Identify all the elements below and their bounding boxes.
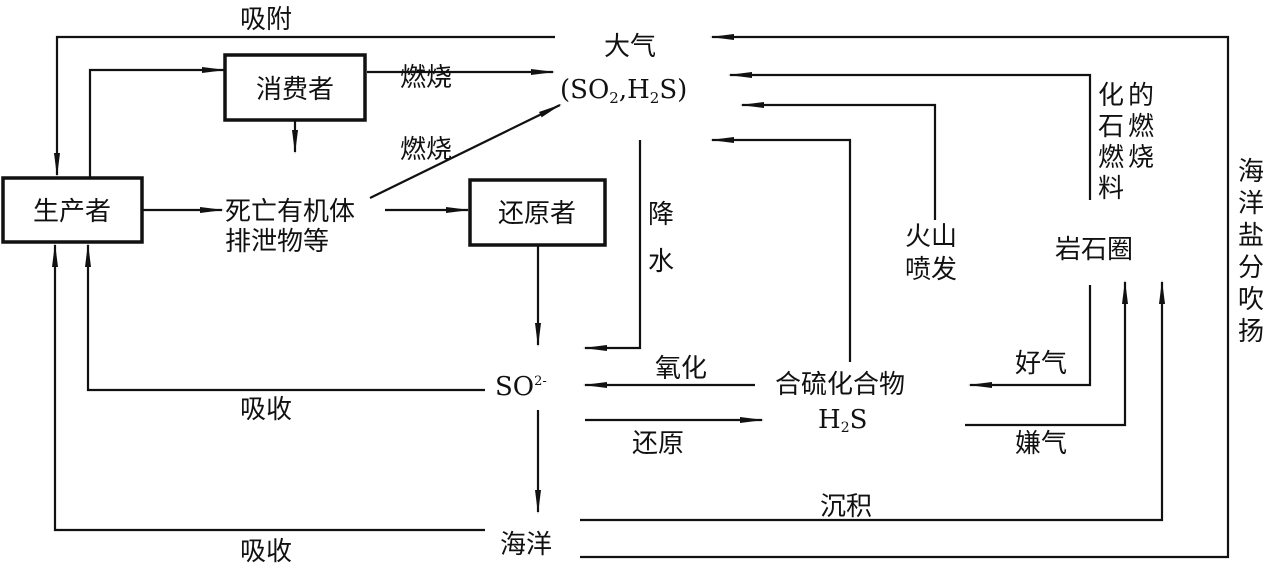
arrows [52,34,1230,559]
svg-text:洋: 洋 [1238,189,1264,219]
arrow-precipitation [583,140,642,351]
svg-text:化: 化 [1098,81,1124,111]
arrow-volcano [740,102,937,220]
h2s-label: H2S [818,405,867,436]
svg-text:海: 海 [1238,157,1264,187]
sulfur-compound-label: 合硫化合物 [775,370,905,400]
svg-text:的: 的 [1128,81,1154,111]
svg-text:燃: 燃 [1128,112,1154,142]
producer-box [1,176,144,244]
sedimentation-label: 沉积 [820,492,872,522]
sea-salt-label: 海 洋 盐 分 吹 扬 [1238,157,1264,347]
arrow-sea-salt [580,34,1230,559]
dead-organic-line1: 死亡有机体 [225,197,355,227]
consumer-label: 消费者 [256,75,334,105]
arrow-producer-consumer [88,67,226,178]
consumer-box [223,53,367,122]
volcano-label-1: 火山 [905,222,957,252]
combustion2-label: 燃烧 [400,135,452,165]
adsorption-label: 吸附 [240,5,292,35]
svg-text:分: 分 [1238,253,1264,283]
atmosphere-label: 大气 [604,32,656,62]
reducer-label: 还原者 [498,199,576,229]
aerobic-label: 好气 [1015,349,1067,379]
arrow-aerobic [968,285,1092,388]
svg-text:料: 料 [1098,174,1124,204]
arrow-compound-atmosphere [710,137,852,362]
precipitation-label-2: 水 [648,247,674,277]
ocean-label: 海洋 [500,530,552,560]
oxidation-label: 氧化 [655,354,707,384]
arrow-fossil [728,72,1092,200]
arrow-absorb1 [85,243,485,392]
producer-label: 生产者 [33,197,111,227]
arrow-absorb2 [52,243,485,532]
sulfate-label: SO2- [495,372,547,402]
lithosphere-label: 岩石圈 [1055,235,1133,265]
precipitation-label-1: 降 [648,200,674,230]
reducer-box [468,178,607,247]
arrow-dead-combustion [369,104,562,199]
svg-text:燃: 燃 [1098,143,1124,173]
arrow-anaerobic [965,280,1128,427]
dead-organic-line2: 排泄物等 [225,227,329,257]
svg-text:石: 石 [1098,112,1124,142]
arrow-adsorption [54,35,555,177]
anaerobic-label: 嫌气 [1015,429,1067,459]
combustion1-label: 燃烧 [400,63,452,93]
volcano-label-2: 喷发 [905,255,957,285]
fossil-fuel-label: 化 石 燃 料 的 燃 烧 [1098,81,1154,204]
svg-text:扬: 扬 [1238,317,1264,347]
atmosphere-formula: (SO2,H2S) [560,75,687,107]
absorb1-label: 吸收 [240,395,292,425]
arrow-sedimentation [580,280,1165,522]
svg-text:吹: 吹 [1238,285,1264,315]
absorb2-label: 吸收 [240,537,292,567]
reduction-label: 还原 [632,429,684,459]
svg-text:盐: 盐 [1238,221,1264,251]
svg-text:烧: 烧 [1128,143,1154,173]
